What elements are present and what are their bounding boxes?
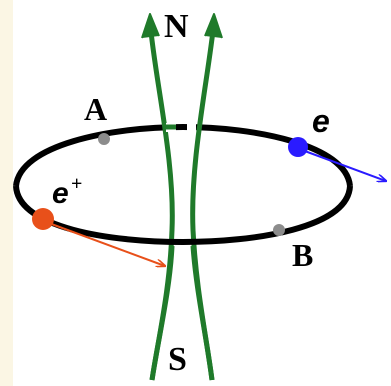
arrow-right-icon [301, 149, 386, 181]
left-margin-strip [0, 0, 13, 386]
label-electron: e [312, 103, 330, 139]
label-point-b: B [292, 237, 313, 273]
label-point-a: A [84, 91, 107, 127]
point-a [98, 133, 110, 145]
arrow-right-icon [45, 221, 165, 266]
arrow-up-icon [141, 13, 160, 39]
field-line-right-lower [190, 245, 215, 381]
field-lines [141, 13, 223, 381]
ring-back-arc [13, 123, 353, 187]
positron-particle [32, 208, 54, 230]
point-b [273, 224, 285, 236]
arrow-up-icon [204, 13, 223, 39]
label-positron-sup: + [71, 173, 82, 195]
field-line-left-lower [149, 245, 175, 381]
label-south: S [168, 341, 187, 378]
ring-gap-right [187, 123, 196, 132]
label-north: N [164, 8, 189, 45]
label-positron: e [52, 177, 69, 210]
electron-particle [288, 137, 308, 157]
